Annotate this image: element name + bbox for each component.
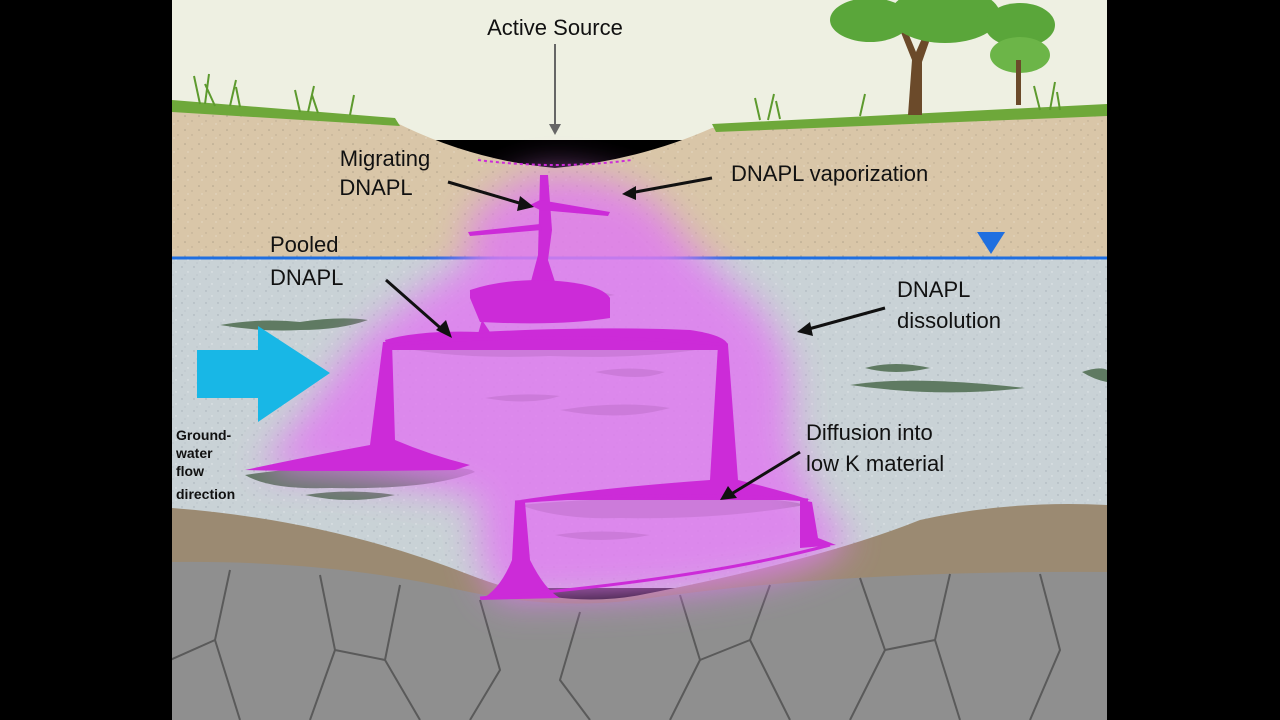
label-diffusion-2: low K material	[806, 451, 944, 476]
label-migrating-dnapl-2: DNAPL	[339, 175, 412, 200]
inverted-triangle-icon	[977, 232, 1005, 254]
label-diffusion-1: Diffusion into	[806, 420, 933, 445]
label-migrating-dnapl-1: Migrating	[340, 146, 430, 171]
callout-arrows	[385, 176, 886, 498]
grass-right	[712, 104, 1107, 132]
dnapl-body	[245, 175, 836, 600]
label-dissolution-2: dissolution	[897, 308, 1001, 333]
label-pooled-1: Pooled	[270, 232, 339, 257]
label-active-source: Active Source	[487, 15, 623, 40]
label-vaporization: DNAPL vaporization	[731, 161, 928, 186]
bedrock	[172, 561, 1107, 720]
label-pooled-2: DNAPL	[270, 265, 343, 290]
grass-left	[172, 100, 400, 126]
label-flow-3: flow	[176, 463, 204, 479]
pool-edges	[387, 336, 831, 600]
label-flow-4: direction	[176, 486, 235, 502]
label-flow-1: Ground-	[176, 427, 232, 443]
left-letterbox	[0, 0, 172, 720]
right-letterbox	[1107, 0, 1280, 720]
right-arrow-icon	[197, 326, 330, 422]
tree-icon	[830, 0, 1055, 115]
label-flow-2: water	[175, 445, 213, 461]
bedrock-fractures	[172, 569, 1062, 720]
label-dissolution-1: DNAPL	[897, 277, 970, 302]
